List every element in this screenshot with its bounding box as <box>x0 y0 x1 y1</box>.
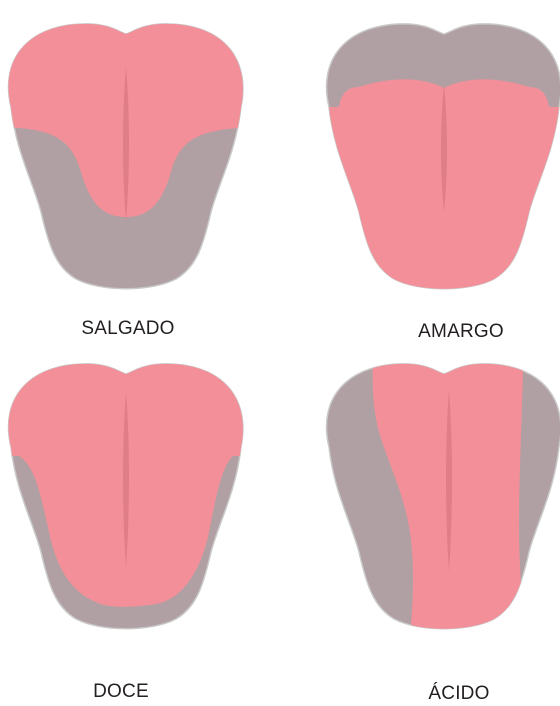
label-amargo: AMARGO <box>418 321 504 342</box>
tongue-acido <box>327 332 560 652</box>
label-salgado: SALGADO <box>81 318 174 339</box>
tongue-amargo <box>299 24 560 332</box>
bitter-zone <box>299 79 560 332</box>
tongue-doce <box>0 332 271 629</box>
tongue-salgado <box>0 0 271 289</box>
label-doce: DOCE <box>93 681 149 702</box>
label-acido: ÁCIDO <box>428 683 489 704</box>
